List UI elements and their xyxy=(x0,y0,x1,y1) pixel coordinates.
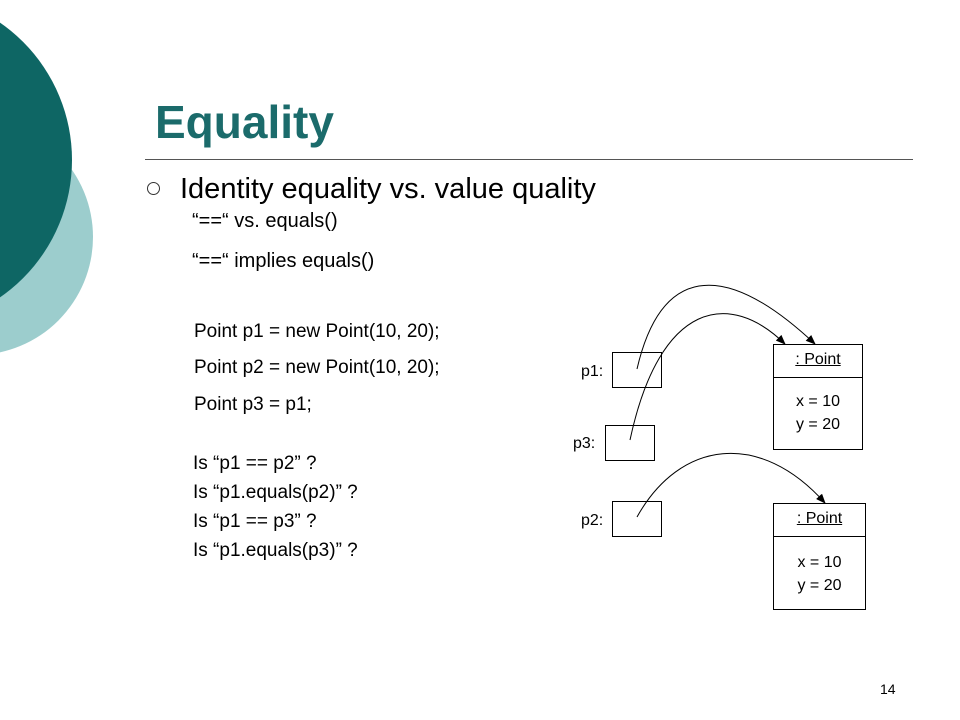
decor-circle-dark xyxy=(0,22,72,298)
question-line: Is “p1 == p3” ? xyxy=(193,511,317,532)
variable-label-p2: p2: xyxy=(581,512,604,529)
variable-label-p1: p1: xyxy=(581,363,604,380)
question-line: Is “p1 == p2” ? xyxy=(193,453,317,474)
title-divider xyxy=(145,159,913,160)
point-object-box: : Point x = 10 y = 20 xyxy=(773,344,863,450)
point-object-field-y: y = 20 xyxy=(797,577,842,594)
main-bullet-text: Identity equality vs. value quality xyxy=(180,173,596,205)
point-object-field-y: y = 20 xyxy=(795,416,841,433)
code-line: Point p1 = new Point(10, 20); xyxy=(194,321,440,342)
question-line: Is “p1.equals(p2)” ? xyxy=(193,482,358,503)
sub-item: “==“ vs. equals() xyxy=(192,210,338,232)
point-object-header: : Point xyxy=(774,504,865,537)
point-object-field-x: x = 10 xyxy=(795,393,841,410)
page-number: 14 xyxy=(880,681,896,697)
code-line: Point p2 = new Point(10, 20); xyxy=(194,357,440,378)
hollow-circle-bullet-icon xyxy=(147,182,160,195)
variable-slot-p2 xyxy=(612,501,662,537)
slide-title: Equality xyxy=(155,96,334,148)
question-line: Is “p1.equals(p3)” ? xyxy=(193,540,358,561)
point-object-field-x: x = 10 xyxy=(797,554,842,571)
variable-slot-p3 xyxy=(605,425,655,461)
point-object-header: : Point xyxy=(774,345,862,378)
point-object-box: : Point x = 10 y = 20 xyxy=(773,503,866,610)
code-line: Point p3 = p1; xyxy=(194,394,312,415)
variable-slot-p1 xyxy=(612,352,662,388)
variable-label-p3: p3: xyxy=(573,435,596,452)
sub-item: “==“ implies equals() xyxy=(192,250,375,272)
